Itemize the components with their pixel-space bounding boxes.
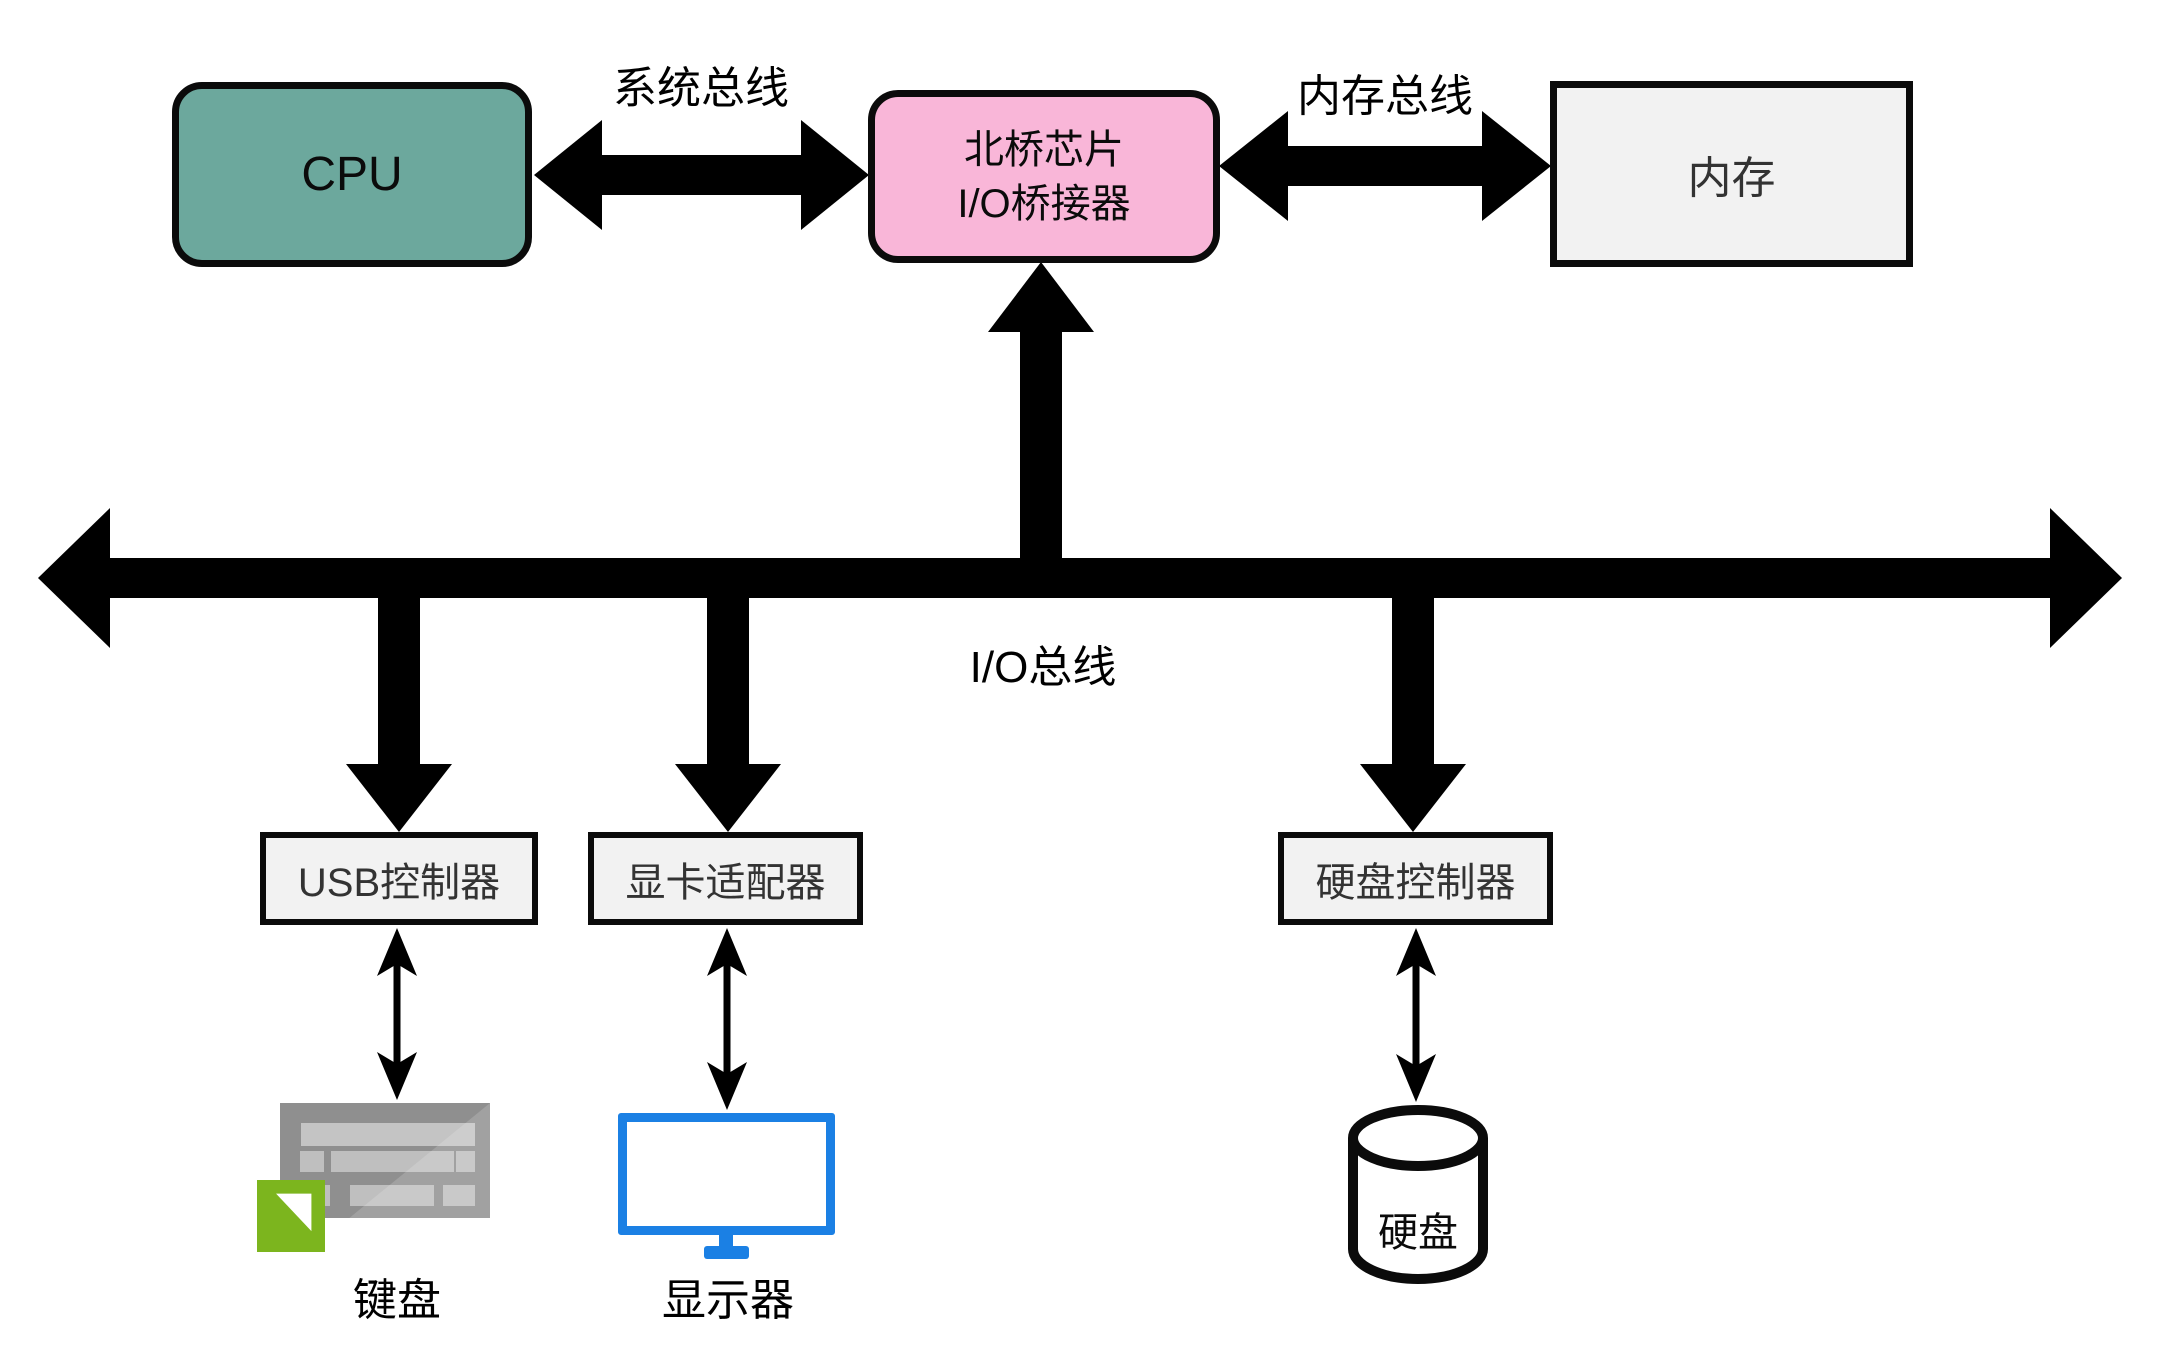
keyboard-key [300, 1151, 324, 1172]
cpu-node: CPU [172, 82, 532, 267]
keyboard-key [443, 1185, 475, 1206]
northbridge-io-arrow [988, 262, 1094, 588]
io-bus-line [38, 508, 2122, 648]
hard-disk-label: 硬盘 [1378, 1211, 1458, 1255]
northbridge-label-line1: 北桥芯片 [964, 127, 1124, 172]
keyboard-key [331, 1151, 454, 1172]
keyboard-key [350, 1185, 434, 1206]
disk-harddisk-arrow [1396, 928, 1436, 1102]
monitor-icon [618, 1113, 835, 1235]
keyboard-label: 键盘 [353, 1276, 441, 1325]
keyboard-key [456, 1151, 475, 1172]
keyboard-green-badge-icon [257, 1180, 325, 1252]
monitor-label: 显示器 [662, 1276, 794, 1325]
system-bus-label: 系统总线 [613, 64, 789, 113]
northbridge-node: 北桥芯片 I/O桥接器 [868, 90, 1220, 263]
northbridge-label-line2: I/O桥接器 [957, 181, 1131, 226]
usb-controller-label: USB控制器 [297, 860, 501, 905]
io-bus-label: I/O总线 [969, 643, 1117, 692]
keyboard-key-row [301, 1123, 475, 1146]
memory-node: 内存 [1550, 81, 1913, 267]
io-bus-drop-graphics [675, 578, 781, 832]
hard-disk-icon [1348, 1105, 1488, 1284]
cpu-label: CPU [301, 148, 403, 201]
monitor-stand-stem [719, 1234, 733, 1249]
graphics-adapter-node: 显卡适配器 [588, 832, 863, 925]
disk-controller-label: 硬盘控制器 [1315, 860, 1516, 905]
disk-controller-node: 硬盘控制器 [1278, 832, 1553, 925]
system-bus-arrow [534, 120, 869, 230]
usb-controller-node: USB控制器 [260, 832, 538, 925]
graphics-adapter-label: 显卡适配器 [625, 860, 826, 905]
monitor-stand-base [704, 1246, 749, 1259]
northbridge-label: 北桥芯片 I/O桥接器 [957, 123, 1130, 231]
usb-keyboard-arrow [377, 928, 417, 1100]
graphics-monitor-arrow [707, 928, 747, 1110]
badge-triangle-icon [276, 1193, 312, 1232]
memory-bus-arrow [1219, 111, 1551, 221]
io-bus-drop-usb [346, 578, 452, 832]
memory-label: 内存 [1687, 154, 1776, 203]
memory-bus-label: 内存总线 [1297, 72, 1473, 121]
io-bus-drop-disk [1360, 578, 1466, 832]
